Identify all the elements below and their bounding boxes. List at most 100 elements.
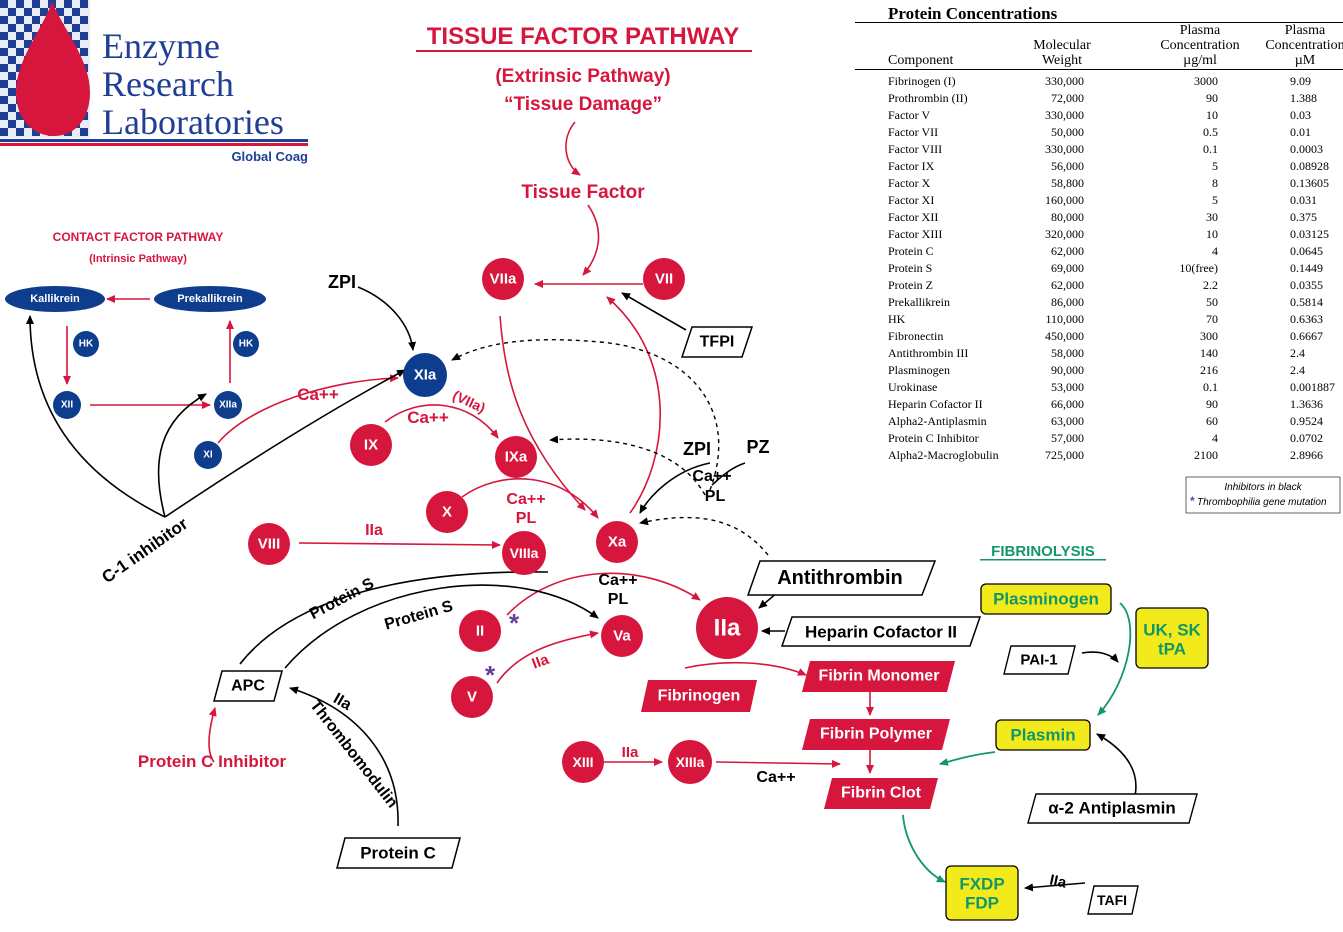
table-cell: 0.03125 [1290,227,1329,241]
table-cell: 62,000 [1051,244,1084,258]
table-cell: 450,000 [1045,329,1084,343]
factor-xa-node: Xa [596,521,638,563]
table-cell: 90 [1206,397,1218,411]
title-sub2: “Tissue Damage” [504,94,662,115]
table-cell: Factor VIII [888,142,942,156]
factor-viii-node: VIII [248,523,290,565]
table-cell: 1.3636 [1290,397,1323,411]
title-sub1: (Extrinsic Pathway) [495,66,670,87]
brand-sub: Global Coag [231,149,308,164]
pz-label: PZ [746,437,769,457]
table-cell: 2.8966 [1290,448,1323,462]
fdp-label: FDP [965,894,999,913]
factor-xiii-node: XIII [562,741,604,783]
table-cell: 0.031 [1290,193,1317,207]
plasminogen-label: Plasminogen [993,590,1099,609]
mutation-star-v: * [485,660,496,690]
factor-viiia-node: VIIIa [502,531,546,575]
table-cell: 300 [1200,329,1218,343]
table-cell: 0.03 [1290,108,1311,122]
fibrin-clot-label: Fibrin Clot [841,785,922,802]
ca-label-1: Ca++ [297,385,339,404]
hk-label-2: HK [239,339,254,350]
table-cell: Factor XI [888,193,934,207]
table-cell: 5 [1212,193,1218,207]
table-cell: HK [888,312,906,326]
legend-line2: Thrombophilia gene mutation [1197,497,1327,508]
table-cell: 30 [1206,210,1218,224]
page-title: TISSUE FACTOR PATHWAY [427,23,739,50]
red-arrows [63,121,874,774]
factor-v-node: V [451,676,493,718]
table-cell: 2.2 [1203,278,1218,292]
ca-label-3a: Ca++ [506,491,545,508]
table-cell: Factor V [888,108,930,122]
blood-drop-icon [16,2,90,136]
uk-sk-tpa-box: UK, SK tPA [1135,607,1209,669]
tpa-label: tPA [1158,640,1186,659]
table-cell: 0.5 [1203,125,1218,139]
tafi-label: TAFI [1097,892,1127,908]
table-cell: 0.01 [1290,125,1311,139]
table-cell: Heparin Cofactor II [888,397,983,411]
table-cell: 90 [1206,91,1218,105]
factor-iia-node: IIa [696,597,758,659]
plasmin-label: Plasmin [1010,726,1075,745]
table-cell: 10(free) [1179,261,1218,275]
factor-x-label: X [442,504,452,521]
table-cell: 8 [1212,176,1218,190]
legend-line1: Inhibitors in black [1224,482,1302,493]
table-cell: 0.08928 [1290,159,1329,173]
table-cell: 330,000 [1045,142,1084,156]
table-cell: 0.1449 [1290,261,1323,275]
xiia-node: XIIa [214,391,242,419]
table-cell: 50,000 [1051,125,1084,139]
table-cell: 80,000 [1051,210,1084,224]
protein-c-box: Protein C [336,837,461,869]
prekallikrein-label: Prekallikrein [177,293,243,305]
table-cell: 0.0355 [1290,278,1323,292]
iia-label-3: IIa [530,651,552,673]
table-header-cell: Plasma [1180,23,1221,38]
pai-box: PAI-1 [1003,645,1076,675]
table-cell: 86,000 [1051,295,1084,309]
xiia-label: XIIa [219,400,237,411]
iia-label-1: IIa [365,522,383,539]
tissue-factor-label: Tissue Factor [521,182,645,203]
factor-xia-node: XIa [403,353,447,397]
factor-ix-label: IX [364,437,378,454]
table-cell: 2100 [1194,448,1218,462]
table-cell: Factor XII [888,210,938,224]
table-header-cell: Molecular [1033,38,1091,53]
heparin-label: Heparin Cofactor II [805,623,957,642]
fibrinogen-label: Fibrinogen [658,688,741,705]
c1-inhibitor-label: C-1 inhibitor [98,514,191,587]
kallikrein-node: Kallikrein [5,286,105,312]
protein-s-label-2: Protein S [383,598,456,634]
table-cell: 0.0645 [1290,244,1323,258]
table-cell: 66,000 [1051,397,1084,411]
plasmin-box: Plasmin [995,719,1091,751]
factor-viii-label: VIII [258,536,281,553]
table-header: ComponentMolecularWeightPlasmaConcentrat… [888,23,1343,68]
fxdp-box: FXDP FDP [945,865,1019,921]
black-arrows [26,286,1137,892]
table-cell: 330,000 [1045,108,1084,122]
table-cell: 50 [1206,295,1218,309]
table-cell: 53,000 [1051,380,1084,394]
table-header-cell: Concentration [1265,38,1343,53]
table-cell: Factor XIII [888,227,942,241]
protein-s-label-1: Protein S [307,575,377,623]
factor-vii-node: VII [643,258,685,300]
table-header-cell: Component [888,53,953,68]
table-cell: 10 [1206,108,1218,122]
table-cell: 0.001887 [1290,380,1335,394]
table-cell: 1.388 [1290,91,1317,105]
apc-label: APC [231,678,265,695]
zpi-label-2: ZPI [683,439,711,459]
prekallikrein-node: Prekallikrein [154,286,266,312]
contact-sub: (Intrinsic Pathway) [89,253,187,265]
table-cell: 58,800 [1051,176,1084,190]
table-cell: 725,000 [1045,448,1084,462]
